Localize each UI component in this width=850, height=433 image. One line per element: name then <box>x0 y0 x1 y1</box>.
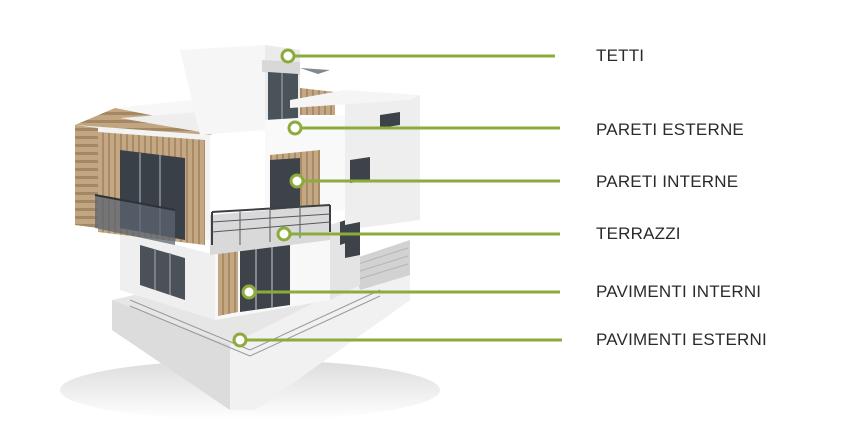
label-terrazzi: TERRAZZI <box>596 224 681 243</box>
terrace-railing <box>211 204 331 245</box>
marker-pareti-interne <box>289 173 305 189</box>
label-pavimenti-interni: PAVIMENTI INTERNI <box>596 282 762 301</box>
marker-tetti <box>280 48 296 64</box>
label-pavimenti-esterni: PAVIMENTI ESTERNI <box>596 330 767 349</box>
marker-terrazzi <box>276 226 292 242</box>
label-pareti-esterne: PARETI ESTERNE <box>596 120 744 139</box>
marker-pavimenti-interni <box>241 284 257 300</box>
label-pareti-interne: PARETI INTERNE <box>596 172 739 191</box>
central-tower <box>180 45 265 135</box>
label-tetti: TETTI <box>596 46 645 65</box>
marker-pareti-esterne <box>287 120 303 136</box>
marker-pavimenti-esterni <box>232 332 248 348</box>
